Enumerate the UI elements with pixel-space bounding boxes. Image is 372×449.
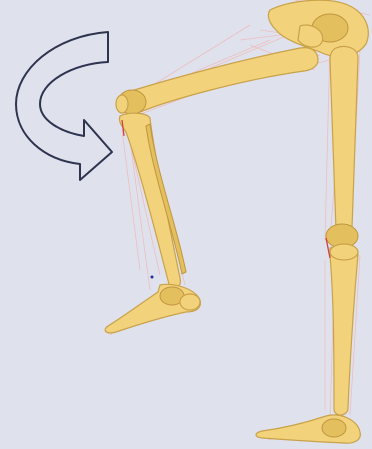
raised-patella bbox=[116, 95, 128, 113]
rotation-arrow-icon bbox=[16, 32, 112, 180]
raised-tibia bbox=[119, 113, 186, 288]
raised-femur bbox=[118, 48, 318, 114]
standing-tibia bbox=[330, 244, 358, 415]
raised-foot bbox=[105, 284, 200, 333]
pelvis bbox=[268, 0, 368, 56]
standing-femur bbox=[330, 46, 358, 235]
standing-foot bbox=[256, 415, 360, 443]
